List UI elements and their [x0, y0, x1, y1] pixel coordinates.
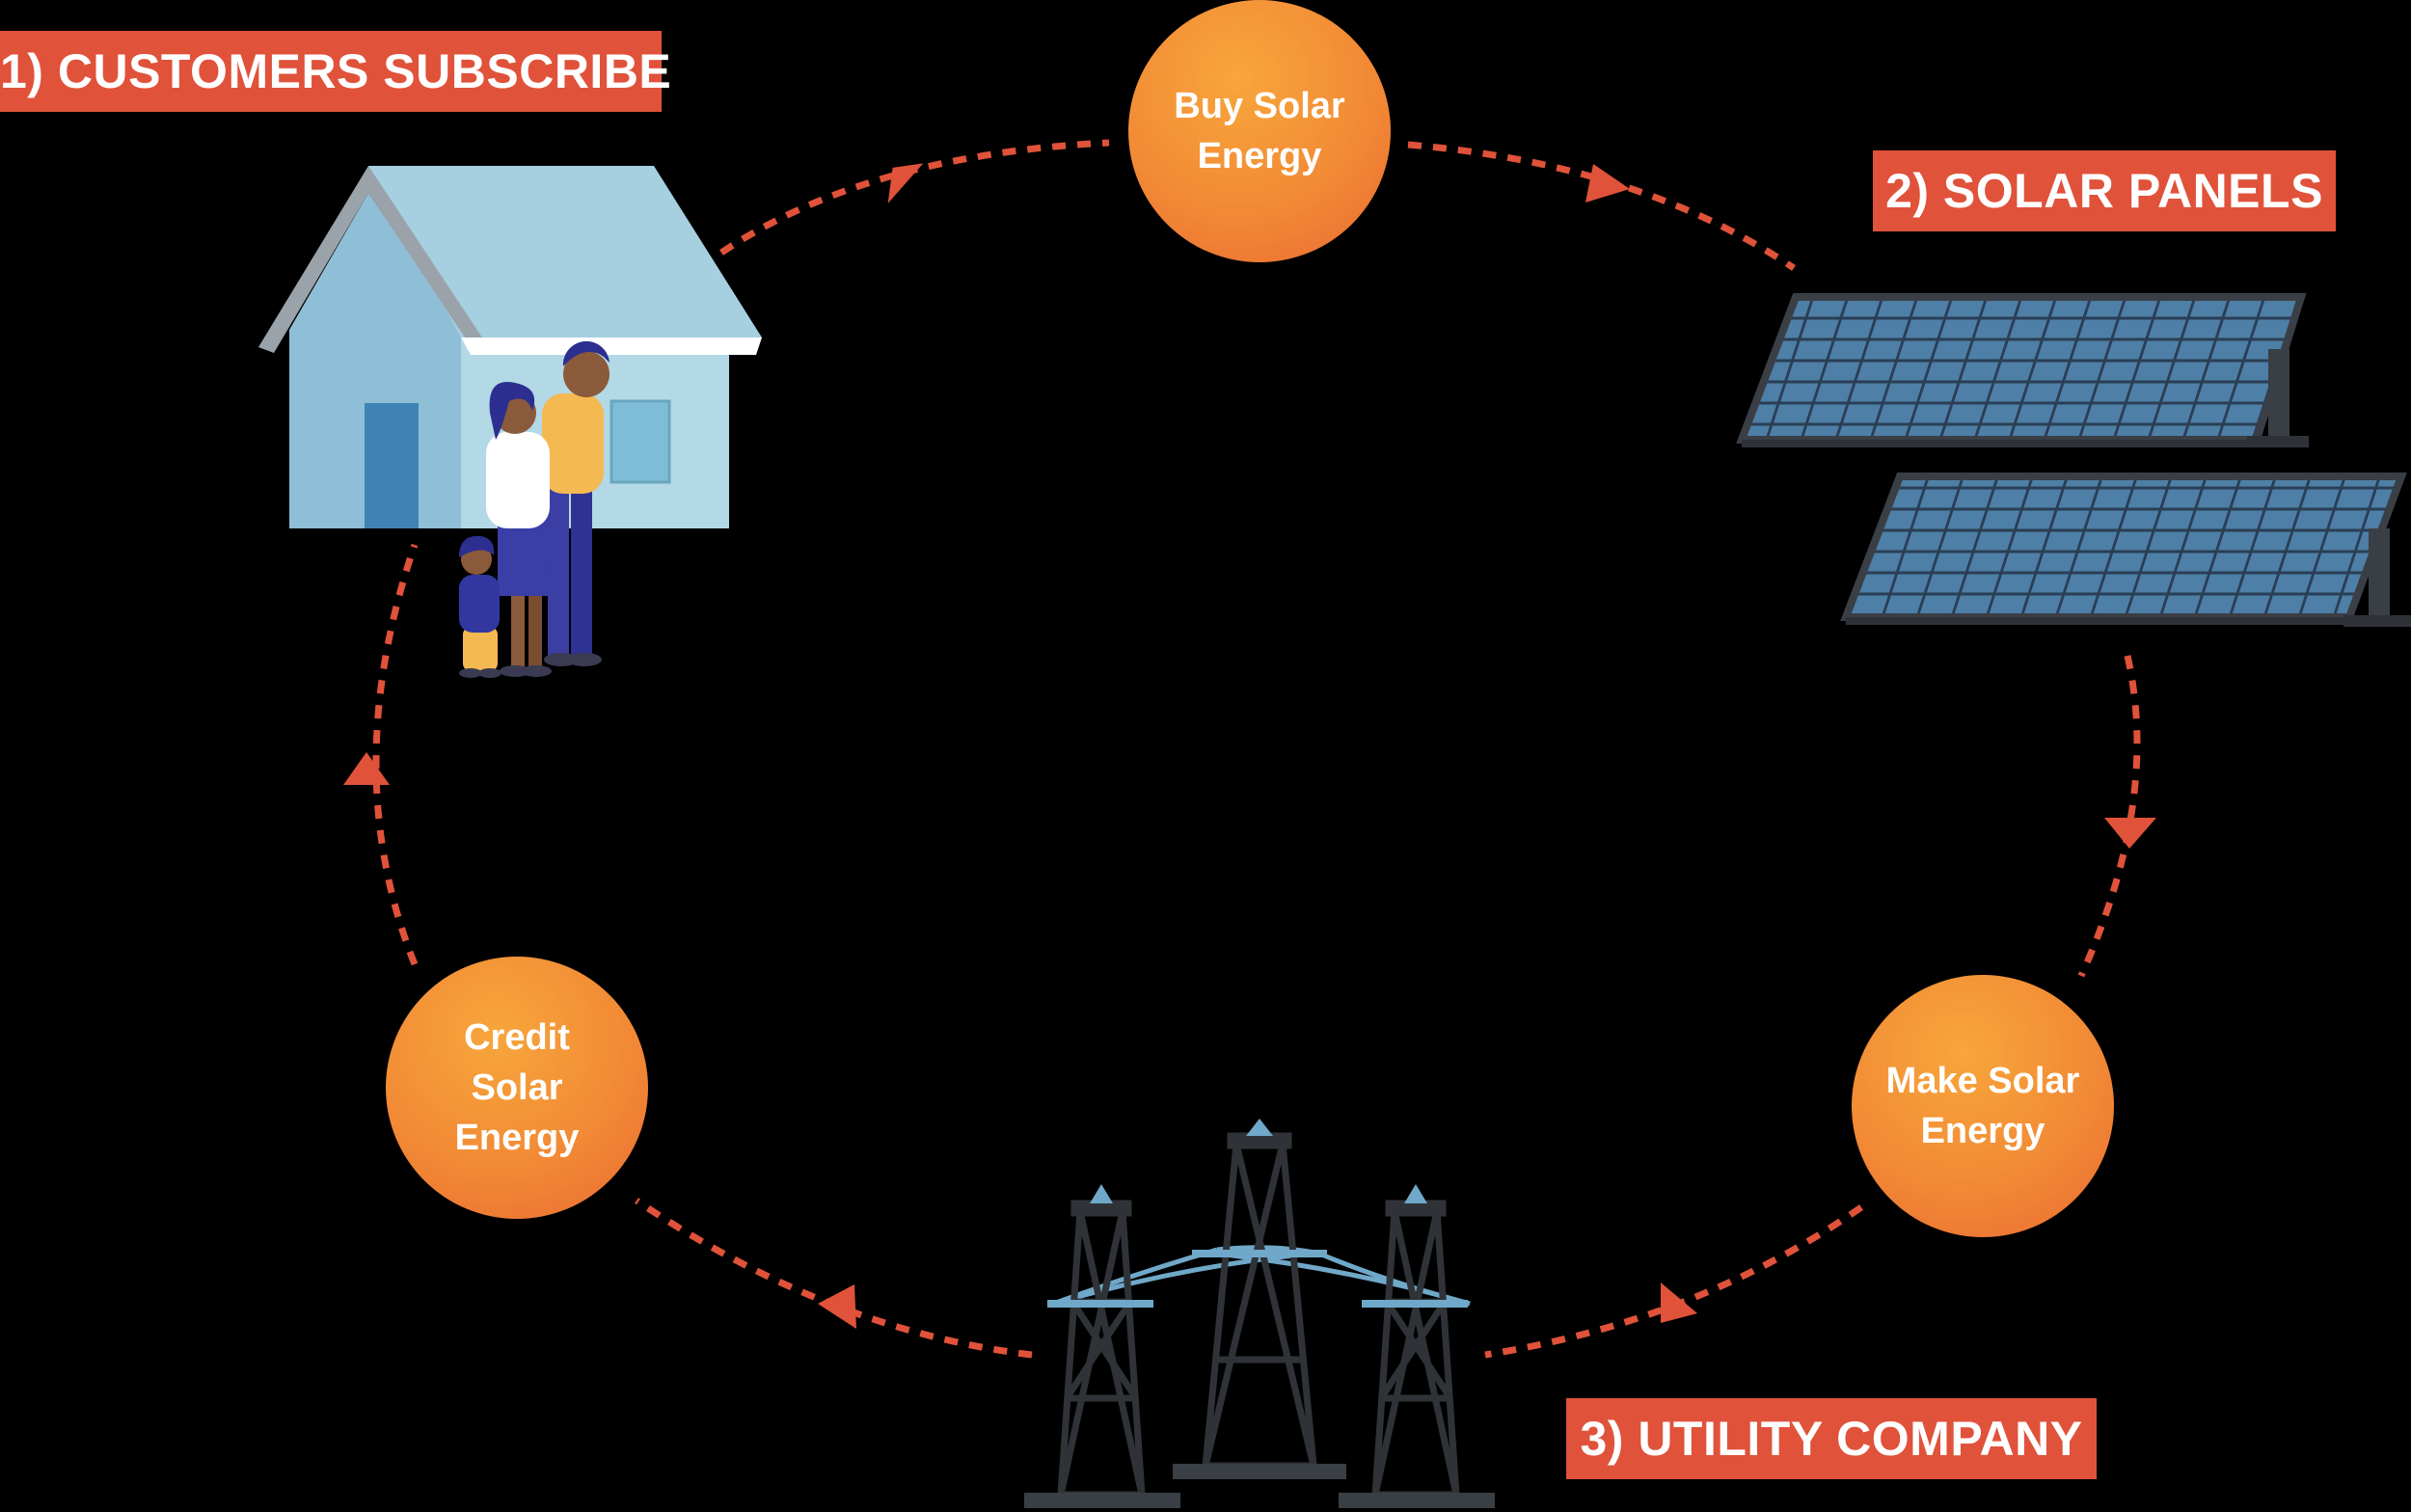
connector-panels-to-make	[2077, 655, 2141, 978]
arrow-icon	[2104, 818, 2156, 849]
connector-credit-to-house	[372, 543, 419, 966]
connector-utility-to-credit	[635, 1198, 1033, 1359]
customers-subscribe-label: 1) CUSTOMERS SUBSCRIBE	[0, 31, 671, 112]
solar-panels-icon	[1736, 293, 2411, 627]
family-icon	[459, 340, 610, 678]
solar-panels-label: 2) SOLAR PANELS	[1873, 150, 2336, 231]
connector-make-to-utility	[1484, 1204, 1863, 1359]
credit-solar-energy-text: Credit Solar Energy	[454, 1017, 580, 1158]
arrow-icon	[887, 163, 924, 203]
credit-solar-energy-step: Credit Solar Energy	[386, 957, 648, 1219]
buy-solar-energy-step: Buy Solar Energy	[1128, 0, 1391, 262]
arrow-icon	[818, 1284, 856, 1329]
arrow-icon	[343, 752, 390, 785]
arrow-icon	[1585, 164, 1630, 202]
make-solar-energy-text: Make Solar Energy	[1885, 1061, 2080, 1151]
buy-solar-energy-text: Buy Solar Energy	[1174, 86, 1345, 176]
connector-buy-to-panels	[1407, 141, 1796, 271]
connector-house-to-buy	[719, 139, 1110, 256]
utility-company-label: 3) UTILITY COMPANY	[1566, 1398, 2097, 1479]
arrow-icon	[1661, 1282, 1697, 1323]
make-solar-energy-step: Make Solar Energy	[1852, 975, 2114, 1237]
power-tower-icon	[1024, 1119, 1495, 1508]
